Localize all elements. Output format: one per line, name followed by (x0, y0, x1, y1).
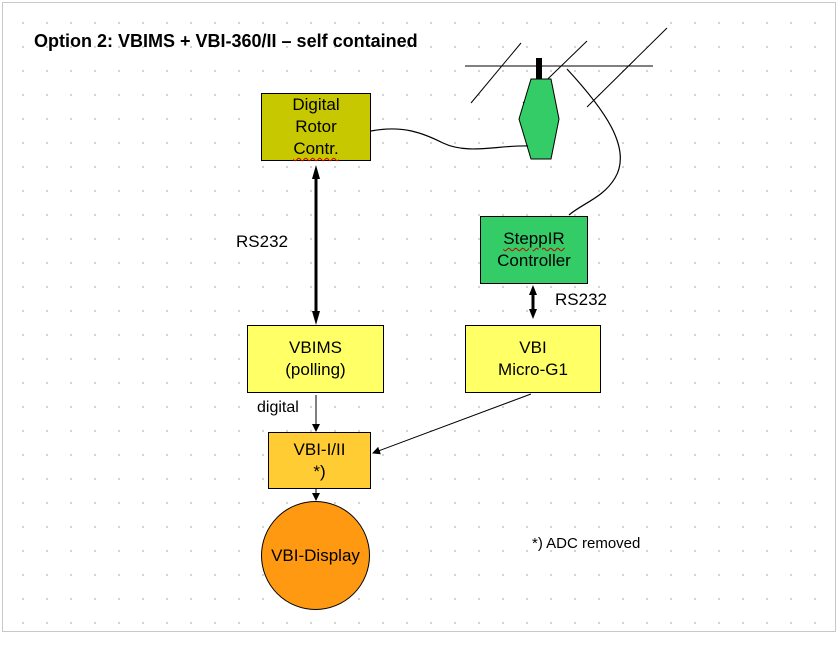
steppir-label-line-2: Controller (497, 251, 571, 270)
antenna-mount (536, 58, 542, 84)
rs232-left-label: RS232 (236, 232, 288, 251)
rotor-label-line-1: Digital (292, 95, 340, 114)
page-title: Option 2: VBIMS + VBI-360/II – self cont… (34, 31, 418, 51)
antenna-element (518, 78, 560, 160)
microg1-label-line-2: Micro-G1 (498, 360, 568, 379)
rs232-left-arrowhead-bottom (312, 311, 320, 325)
vbi-display-circle: VBI-Display (261, 501, 370, 610)
adc-removed-note: *) ADC removed (532, 535, 641, 552)
vbi-micro-g1-box: VBI Micro-G1 (465, 325, 601, 393)
vbi-i-ii-box: VBI-I/II *) (268, 432, 371, 489)
slide-canvas: Option 2: VBIMS + VBI-360/II – self cont… (2, 2, 836, 632)
rotor-label-line-3: Contr. (293, 139, 339, 158)
cable-rotor-to-antenna (370, 128, 529, 150)
digital-label: digital (257, 399, 299, 416)
rs232-left-arrowhead-top (312, 165, 320, 179)
rs232-right-arrowhead-top (529, 285, 537, 295)
microg1-label-line-1: VBI (519, 338, 547, 357)
vbims-label-line-1: VBIMS (289, 338, 342, 357)
antenna-mast (465, 27, 668, 108)
rs232-right-arrowhead-bottom (529, 309, 537, 319)
rs232-right-label: RS232 (555, 290, 607, 309)
connection-wires (312, 27, 668, 501)
vbims-polling-box: VBIMS (polling) (247, 325, 384, 393)
vbims-label-line-2: (polling) (285, 360, 346, 379)
microg1-to-vbi-link (372, 393, 532, 455)
steppir-controller-box: SteppIR Controller (480, 216, 588, 284)
rotor-label-line-2: Rotor (295, 117, 337, 136)
digital-rotor-controller-box: Digital Rotor Contr. (261, 93, 371, 161)
cable-antenna-to-steppir (566, 68, 621, 216)
display-label: VBI-Display (271, 545, 360, 565)
steppir-label-line-1: SteppIR (503, 229, 565, 248)
vbi-label-line-1: VBI-I/II (293, 439, 346, 459)
vbi-label-line-2: *) (313, 461, 326, 481)
